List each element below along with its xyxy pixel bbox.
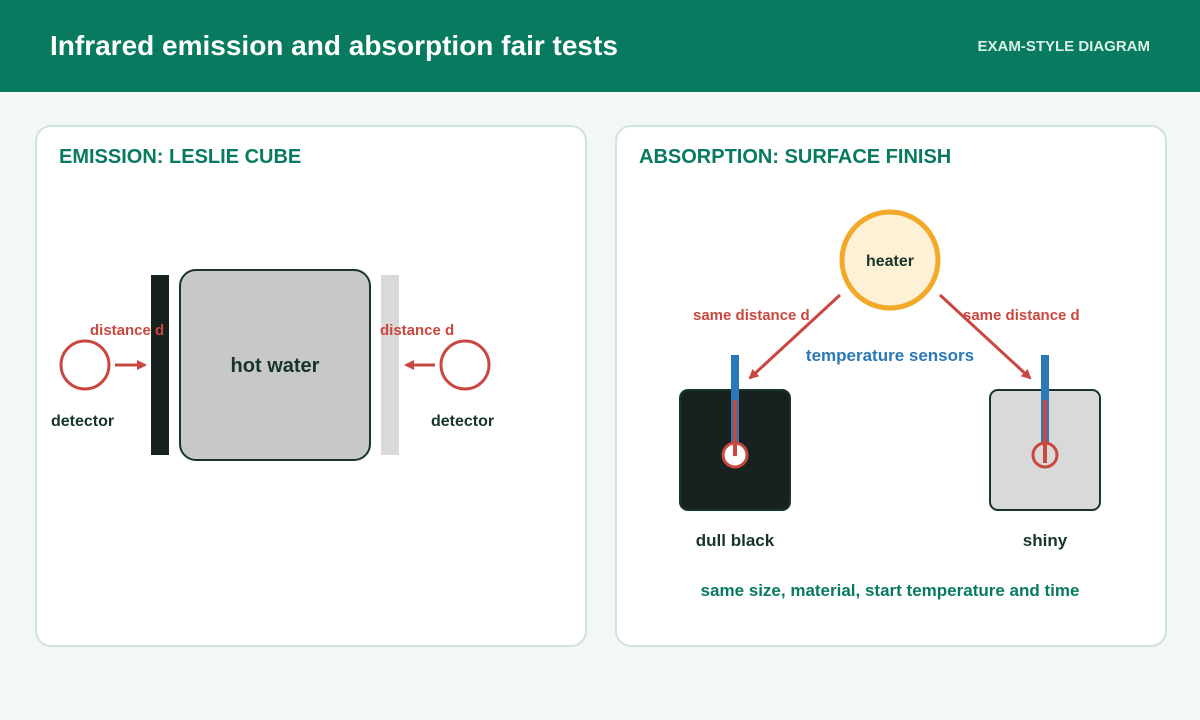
- dull-black-label: dull black: [696, 531, 775, 550]
- shiny-face: [381, 275, 399, 455]
- heater-label: heater: [866, 253, 914, 270]
- right-detector-label: detector: [431, 413, 494, 430]
- left-detector-label: detector: [51, 413, 114, 430]
- page-title: Infrared emission and absorption fair te…: [50, 30, 618, 61]
- shiny-label: shiny: [1023, 531, 1068, 550]
- emission-panel-title: EMISSION: LESLIE CUBE: [59, 146, 302, 168]
- temperature-sensors-label: temperature sensors: [806, 346, 974, 365]
- right-distance-label: distance d: [380, 322, 454, 339]
- right-same-distance-label: same distance d: [963, 307, 1080, 324]
- left-distance-label: distance d: [90, 322, 164, 339]
- cube-label: hot water: [231, 355, 320, 377]
- leslie-cube: [179, 269, 371, 461]
- left-radiation-arrow: [748, 293, 842, 380]
- left-sensor-liquid: [733, 400, 737, 455]
- right-sensor-liquid: [1043, 400, 1047, 455]
- left-detector-icon: [59, 339, 111, 391]
- left-same-distance-label: same distance d: [693, 307, 810, 324]
- right-detector-icon: [439, 339, 491, 391]
- diagram-type-tag: EXAM-STYLE DIAGRAM: [977, 38, 1151, 55]
- right-radiation-arrow: [938, 293, 1032, 380]
- control-variables-note: same size, material, start temperature a…: [701, 581, 1080, 600]
- dull-black-face: [151, 275, 169, 455]
- heater-icon: [839, 209, 941, 311]
- absorption-panel-title: ABSORPTION: SURFACE FINISH: [639, 146, 952, 168]
- page-header: Infrared emission and absorption fair te…: [0, 0, 1200, 92]
